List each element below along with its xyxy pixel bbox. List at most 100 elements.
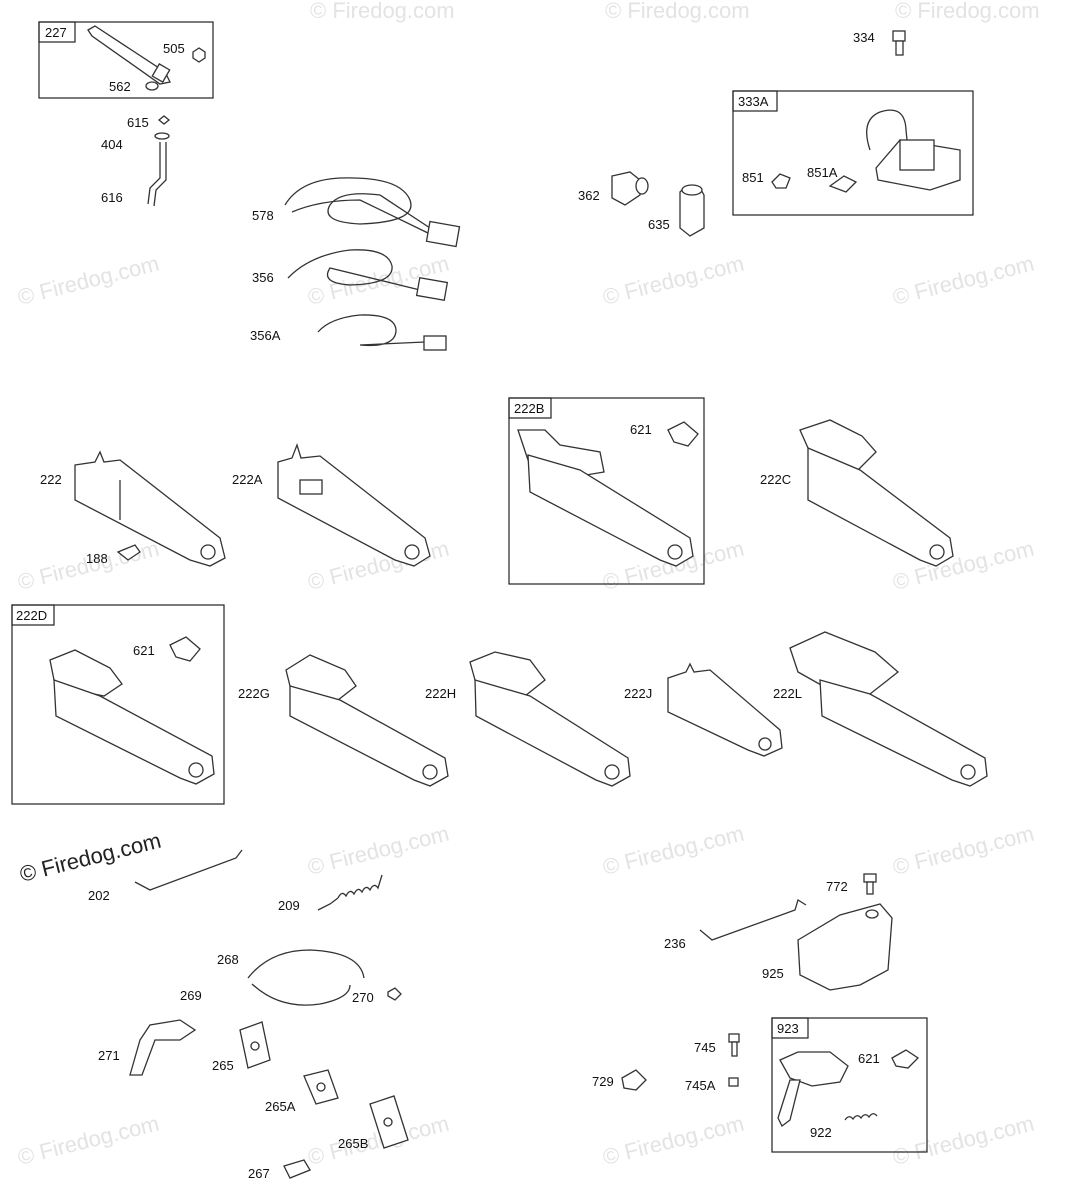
part-621-drawing [891,1049,920,1069]
part-922-spring-drawing [844,1113,878,1121]
group-222: 222 188 [40,450,226,567]
part-222J-bracket-drawing [667,662,783,757]
part-356A-connector-drawing [423,335,447,351]
part-222-bracket-drawing [74,450,226,567]
label-222A: 222A [232,472,263,487]
label-265B: 265B [338,1136,368,1151]
group-222H: 222H [425,651,631,787]
part-222G-bracket-drawing [289,685,449,787]
label-222C: 222C [760,472,791,487]
label-265: 265 [212,1058,234,1073]
part-356-wire-drawing [287,249,421,291]
group-334: 334 [853,30,906,56]
part-271-drawing [129,1019,197,1076]
watermark-main: © Firedog.com [17,828,163,887]
label-209: 209 [278,898,300,913]
callout-box-222B [508,397,705,585]
label-925: 925 [762,966,784,981]
part-356A-wire-drawing [317,314,426,347]
callout-tab-333A [732,90,778,112]
part-745-shank-drawing [731,1041,738,1057]
callout-tab-227 [38,21,76,43]
part-265B-hole-drawing [383,1117,393,1127]
label-362: 362 [578,188,600,203]
callout-box-227 [38,21,214,99]
part-923-governor-drawing [779,1051,849,1087]
part-925-cover-drawing [797,903,893,991]
group-boots: 362 635 [578,171,705,237]
group-209: 209 [278,874,383,913]
part-268-cable-drawing [247,949,365,979]
label-616: 616 [101,190,123,205]
part-188-drawing [116,544,141,561]
part-222B-bracket-drawing [527,454,694,567]
watermark: © Firedog.com [600,821,746,880]
group-745: 745 745A 729 [592,1033,740,1093]
label-222: 222 [40,472,62,487]
label-635: 635 [648,217,670,232]
label-578: 578 [252,208,274,223]
part-334-head-drawing [892,30,906,42]
part-202-link-drawing [134,849,243,891]
part-578-wire-drawing-2 [291,199,431,235]
watermark: © Firedog.com [890,821,1036,880]
group-271: 271 [98,1019,197,1076]
part-362-drawing [611,171,641,206]
part-772-shank-drawing [866,881,874,895]
part-222D-hole-drawing [188,762,204,778]
label-222J: 222J [624,686,652,701]
part-635-top-drawing [681,184,703,196]
part-621-drawing [169,636,201,662]
part-222G-hole-drawing [422,764,438,780]
group-wires: 578 356 356A [250,177,461,351]
part-270-drawing [387,987,402,1001]
label-188: 188 [86,551,108,566]
part-729-drawing [621,1069,647,1091]
watermark: © Firedog.com [600,251,746,310]
group-616: 615 404 616 [101,115,171,207]
part-222B-hole-drawing [667,544,683,560]
group-265: 265 265A 265B 267 [212,1021,409,1181]
label-222G: 222G [238,686,270,701]
label-334: 334 [853,30,875,45]
label-222H: 222H [425,686,456,701]
group-222A: 222A [232,443,431,567]
label-222L: 222L [773,686,802,701]
part-222A-hole-drawing [404,544,420,560]
part-923-arm-drawing [777,1079,801,1127]
label-270: 270 [352,990,374,1005]
callout-tab-923 [771,1017,809,1039]
part-268-cable-loop-drawing [251,983,351,1006]
part-772-head-drawing [863,873,877,883]
part-222L-bracket-drawing [819,679,988,787]
watermark: © Firedog.com [890,1111,1036,1170]
group-222L: 222L [773,631,988,787]
label-236: 236 [664,936,686,951]
part-362-end-drawing [635,177,649,195]
part-209-hook-drawing [317,897,339,911]
label-202: 202 [88,888,110,903]
part-505-nut-drawing [192,47,206,63]
part-coil-wire-drawing [866,109,909,151]
watermark: © Firedog.com [305,821,451,880]
part-222L-hole-drawing [960,764,976,780]
part-236-link-drawing [699,898,807,941]
part-616-rod-drawing [147,142,167,207]
watermark: © Firedog.com [310,0,455,23]
callout-tab-222D [11,604,55,626]
label-621-a: 621 [630,422,652,437]
part-578-wire-drawing [284,177,431,229]
part-621-drawing [667,421,699,447]
label-562: 562 [109,79,131,94]
part-222L-governor-drawing [789,631,900,695]
part-562-screw-drawing [145,81,159,91]
group-202: 202 [88,849,243,903]
part-925-hole-drawing [865,909,879,919]
part-222-hole-drawing [200,544,216,560]
part-745A-drawing [728,1077,739,1087]
label-615: 615 [127,115,149,130]
label-269: 269 [180,988,202,1003]
box-label-923: 923 [777,1021,799,1036]
part-265-hole-drawing [250,1041,260,1051]
